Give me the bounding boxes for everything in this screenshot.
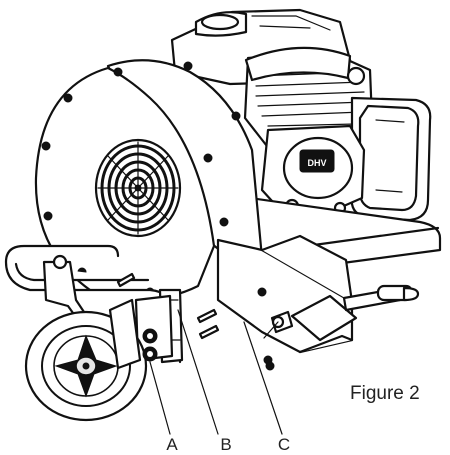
engine-logo: DHV — [307, 158, 326, 168]
mounting-pins — [116, 272, 220, 340]
callout-a: A — [166, 435, 178, 454]
callout-leaders — [149, 309, 283, 435]
engine: DHV — [170, 8, 432, 222]
figure-caption: Figure 2 — [350, 383, 420, 404]
intake-grill — [94, 138, 182, 238]
fan-housing — [34, 59, 264, 301]
caster-assembly — [4, 244, 275, 422]
handle-bar — [342, 284, 420, 312]
caster-wheel — [24, 298, 148, 422]
callout-c: C — [278, 435, 290, 454]
discharge-chute — [216, 234, 358, 365]
callout-b: B — [220, 435, 231, 454]
chute-deflector — [290, 294, 358, 342]
deflector-knob — [263, 310, 294, 339]
